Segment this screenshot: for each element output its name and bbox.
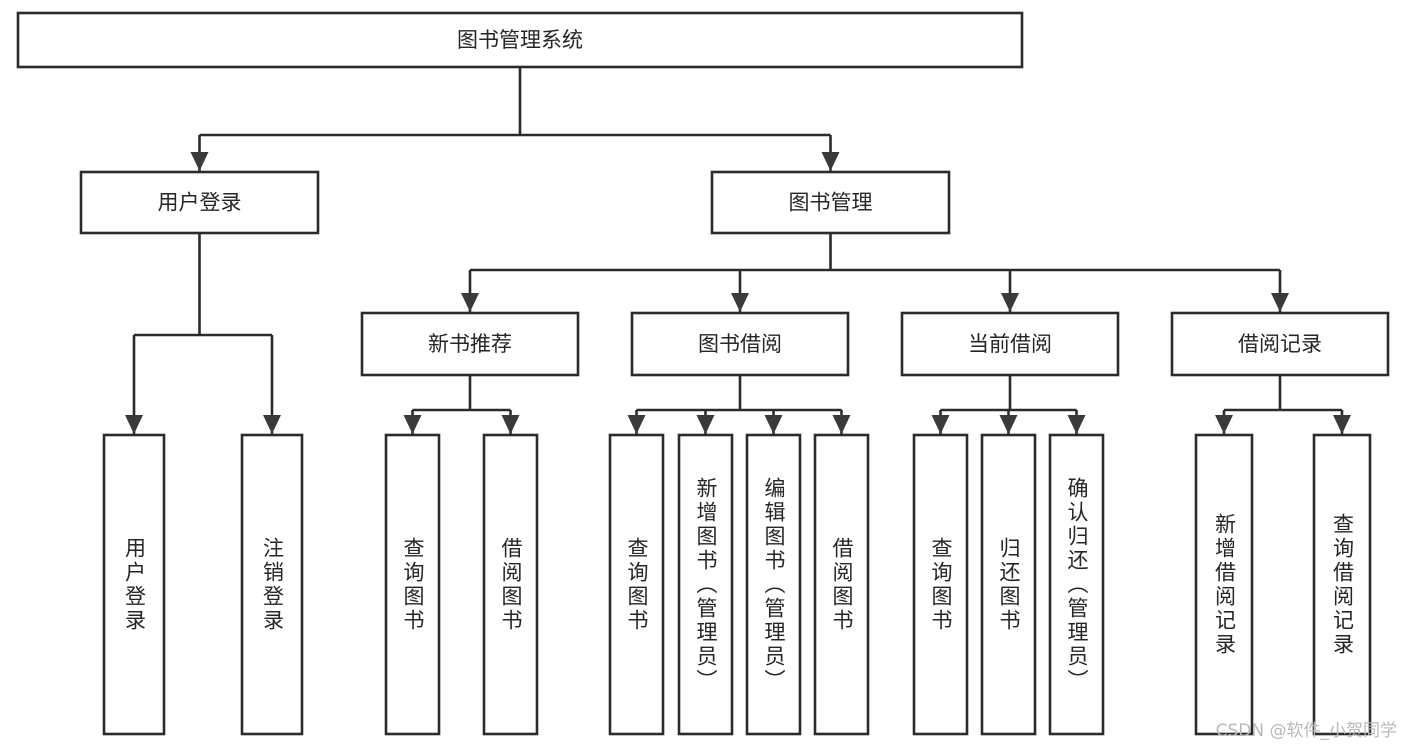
node-box-leaf-user-login[interactable] (102, 433, 166, 736)
node-box-leaf-query-borrow-record[interactable] (1312, 433, 1372, 736)
node-box-root[interactable] (16, 11, 1024, 69)
arrow-head-icon (696, 415, 715, 434)
node-box-leaf-borrow-book-rec[interactable] (482, 433, 539, 736)
arrow-head-icon (125, 415, 143, 434)
arrow-head-icon (1067, 415, 1086, 434)
node-box-book-manage[interactable] (710, 170, 951, 235)
node-box-leaf-query-book-borrow[interactable] (608, 433, 665, 736)
node-box-leaf-query-book-current[interactable] (912, 433, 969, 736)
node-label-new-book-recommend: 新书推荐 (428, 332, 512, 356)
arrow-head-icon (461, 293, 479, 312)
node-box-leaf-borrow-book[interactable] (813, 433, 870, 736)
node-box-leaf-edit-book-admin[interactable] (745, 433, 802, 736)
arrow-head-icon (764, 415, 783, 434)
node-box-new-book-recommend[interactable] (360, 311, 580, 377)
arrow-head-icon (627, 415, 646, 434)
node-box-current-borrow[interactable] (900, 311, 1120, 377)
node-label-book-manage: 图书管理 (789, 191, 873, 215)
node-box-leaf-logout-login[interactable] (240, 433, 304, 736)
arrow-head-icon (931, 415, 950, 434)
arrow-head-icon (190, 152, 209, 171)
arrow-head-icon (1333, 415, 1351, 434)
node-box-user-login[interactable] (79, 170, 320, 235)
arrow-head-icon (1001, 293, 1019, 312)
node-box-borrow-records[interactable] (1170, 311, 1390, 377)
watermark-text: CSDN @软件_小贺同学 (1215, 721, 1397, 741)
arrow-head-icon (731, 293, 749, 312)
arrow-head-icon (821, 152, 840, 171)
connectors-layer (125, 67, 1351, 434)
node-box-leaf-return-book[interactable] (980, 433, 1037, 736)
node-label-book-borrow: 图书借阅 (698, 332, 782, 356)
node-box-book-borrow[interactable] (630, 311, 850, 377)
node-label-current-borrow: 当前借阅 (968, 332, 1052, 356)
arrow-head-icon (1271, 293, 1289, 312)
node-box-leaf-confirm-return-admin[interactable] (1048, 433, 1105, 736)
arrow-head-icon (1215, 415, 1233, 434)
node-label-borrow-records: 借阅记录 (1238, 332, 1322, 356)
arrow-head-icon (263, 415, 281, 434)
node-box-leaf-add-book-admin[interactable] (677, 433, 734, 736)
node-label-root: 图书管理系统 (457, 28, 583, 52)
boxes-layer (16, 11, 1390, 736)
node-label-user-login: 用户登录 (158, 191, 242, 215)
arrow-head-icon (999, 415, 1018, 434)
arrow-head-icon (403, 415, 422, 434)
node-box-leaf-add-borrow-record[interactable] (1194, 433, 1254, 736)
arrow-head-icon (832, 415, 851, 434)
node-box-leaf-query-book-rec[interactable] (384, 433, 441, 736)
arrow-head-icon (501, 415, 520, 434)
